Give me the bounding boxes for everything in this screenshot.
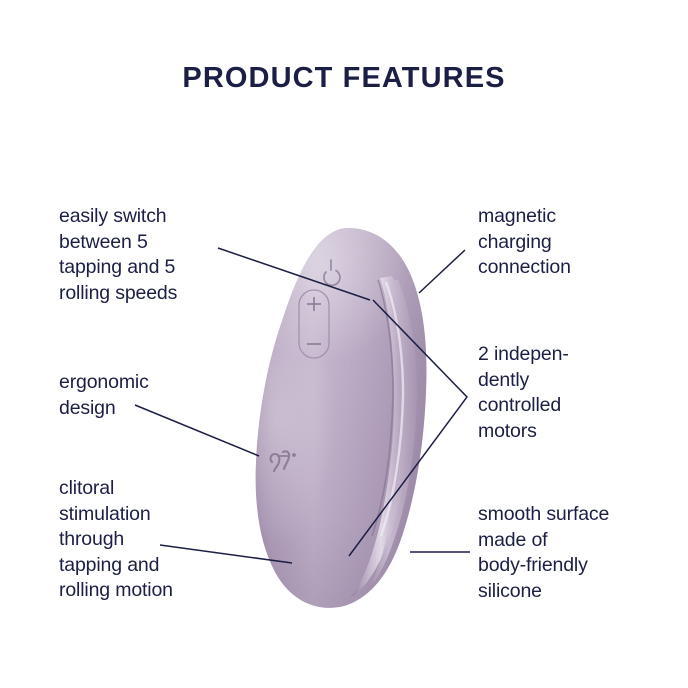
satisfyer-logo-icon	[269, 450, 296, 473]
control-panel[interactable]	[298, 289, 330, 359]
leader-line-speeds	[217, 247, 371, 301]
callout-magnetic-charging: magnetic charging connection	[478, 205, 571, 278]
increase-button[interactable]	[307, 297, 321, 311]
page-title: PRODUCT FEATURES	[182, 62, 506, 94]
callout-easily-switch-speeds: easily switch between 5 tapping and 5 ro…	[59, 205, 178, 304]
callout-ergonomic-design: ergonomic design	[59, 371, 149, 419]
power-icon[interactable]	[323, 259, 341, 287]
leader-line-magnetic	[418, 249, 466, 294]
leader-line-ergonomic	[134, 404, 260, 457]
callout-independent-motors: 2 indepen- dently controlled motors	[478, 343, 569, 442]
callout-smooth-surface: smooth surface made of body-friendly sil…	[478, 503, 610, 602]
leader-line-clitoral	[159, 544, 293, 564]
callout-clitoral-stimulation: clitoral stimulation through tapping and…	[59, 477, 173, 601]
leader-line-motors	[348, 299, 468, 557]
